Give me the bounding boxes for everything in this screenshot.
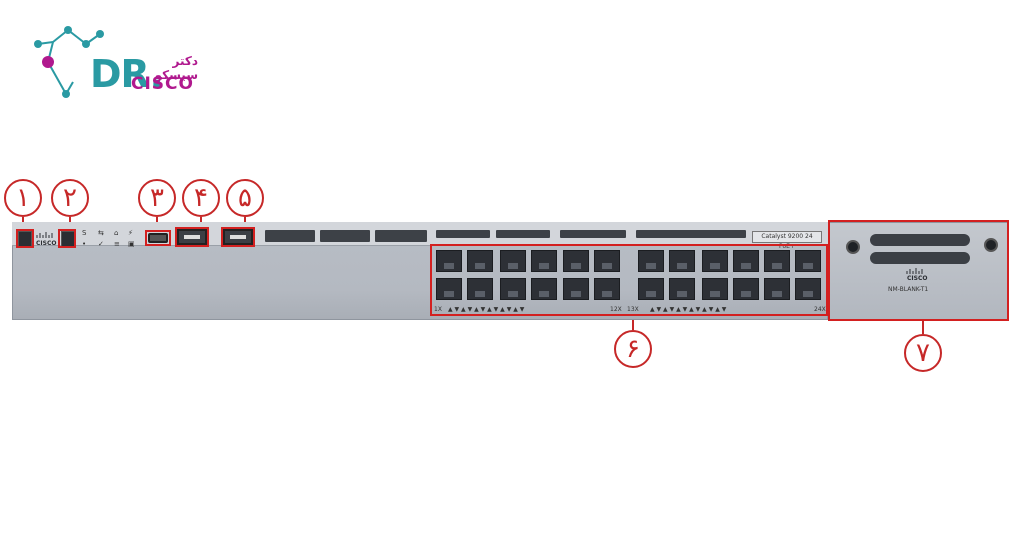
leader-line-7 <box>922 320 924 334</box>
ethernet-port[interactable] <box>531 278 557 300</box>
ethernet-port[interactable] <box>531 250 557 272</box>
highlight-box-6 <box>430 244 828 316</box>
module-model-label: NM-BLANK-T1 <box>888 286 929 293</box>
callout-5: ۵ <box>226 179 264 217</box>
ethernet-port[interactable] <box>563 250 589 272</box>
model-label: Catalyst 9200 24 PoE+ <box>752 231 822 250</box>
highlight-box-3 <box>145 230 171 246</box>
led-indicator-icon: ⌂ <box>114 229 119 237</box>
cisco-wordmark: CISCO <box>36 240 57 247</box>
ethernet-port[interactable] <box>795 250 821 272</box>
logo-cisco-text: CISCO <box>131 74 194 94</box>
ethernet-port[interactable] <box>764 278 790 300</box>
logo-persian-text: دکتر سیسکو <box>154 54 198 82</box>
module-cisco-wordmark: CISCO <box>907 275 928 282</box>
ethernet-port[interactable] <box>669 278 695 300</box>
ethernet-port[interactable] <box>594 278 620 300</box>
leader-line-6 <box>632 316 634 330</box>
ethernet-port[interactable] <box>638 250 664 272</box>
vent-slot <box>320 230 370 242</box>
logo-dr-text: DR. <box>90 52 164 96</box>
led-indicator-icon: ≡ <box>114 240 120 248</box>
led-indicator-icon: S <box>82 229 87 237</box>
highlight-box-7 <box>828 220 1009 321</box>
ethernet-port[interactable] <box>764 250 790 272</box>
led-indicator-icon: • <box>82 240 87 248</box>
highlight-box-2 <box>58 229 76 248</box>
port-range-label-mid-b: 13X <box>627 306 639 313</box>
callout-7: ۷ <box>904 334 942 372</box>
ethernet-port[interactable] <box>638 278 664 300</box>
port-range-label-mid-a: 12X <box>610 306 622 313</box>
vent-slot <box>375 230 427 242</box>
ethernet-port[interactable] <box>436 278 462 300</box>
callout-4: ۴ <box>182 179 220 217</box>
usb-mini-console-port[interactable] <box>148 233 168 243</box>
callout-2: ۲ <box>51 179 89 217</box>
screw-icon[interactable] <box>846 240 860 254</box>
led-indicator-icon: ⚡ <box>128 229 133 237</box>
ethernet-port[interactable] <box>733 250 759 272</box>
screw-icon[interactable] <box>984 238 998 252</box>
port-led-triangles: ▲ ▼ ▲ ▼ ▲ ▼ ▲ ▼ ▲ ▼ ▲ ▼ <box>650 306 727 313</box>
ethernet-port[interactable] <box>795 278 821 300</box>
ethernet-port[interactable] <box>733 278 759 300</box>
ethernet-port[interactable] <box>500 278 526 300</box>
network-node-icon <box>34 26 104 98</box>
dr-cisco-logo: DR. دکتر سیسکو CISCO <box>28 22 198 102</box>
ethernet-port[interactable] <box>669 250 695 272</box>
highlight-box-4 <box>175 227 209 247</box>
ethernet-port[interactable] <box>563 278 589 300</box>
ethernet-port[interactable] <box>702 278 728 300</box>
ethernet-port[interactable] <box>702 250 728 272</box>
callout-6: ۶ <box>614 330 652 368</box>
vent-slot <box>436 230 490 238</box>
usb-a-port-1[interactable] <box>177 229 207 245</box>
led-indicator-icon: ▣ <box>128 240 135 248</box>
led-indicator-icon: ✓ <box>98 240 104 248</box>
port-led-triangles: ▲ ▼ ▲ ▼ ▲ ▼ ▲ ▼ ▲ ▼ ▲ ▼ <box>448 306 525 313</box>
callout-3: ۳ <box>138 179 176 217</box>
vent-slot <box>636 230 746 238</box>
callout-1: ۱ <box>4 179 42 217</box>
module-slot <box>870 252 970 264</box>
vent-slot <box>265 230 315 242</box>
port-range-label-right: 24X <box>814 306 826 313</box>
vent-slot <box>560 230 626 238</box>
ethernet-port[interactable] <box>500 250 526 272</box>
ethernet-port[interactable] <box>467 278 493 300</box>
cisco-bars-icon <box>906 268 923 274</box>
port-range-label-left: 1X <box>434 306 442 313</box>
module-slot <box>870 234 970 246</box>
highlight-box-1 <box>16 229 34 248</box>
ethernet-port[interactable] <box>436 250 462 272</box>
vent-slot <box>496 230 550 238</box>
highlight-box-5 <box>221 227 255 247</box>
usb-a-port-2[interactable] <box>223 229 253 245</box>
ethernet-port[interactable] <box>467 250 493 272</box>
led-indicator-icon: ⇆ <box>98 229 104 237</box>
ethernet-port[interactable] <box>594 250 620 272</box>
cisco-bars-icon <box>36 232 53 238</box>
